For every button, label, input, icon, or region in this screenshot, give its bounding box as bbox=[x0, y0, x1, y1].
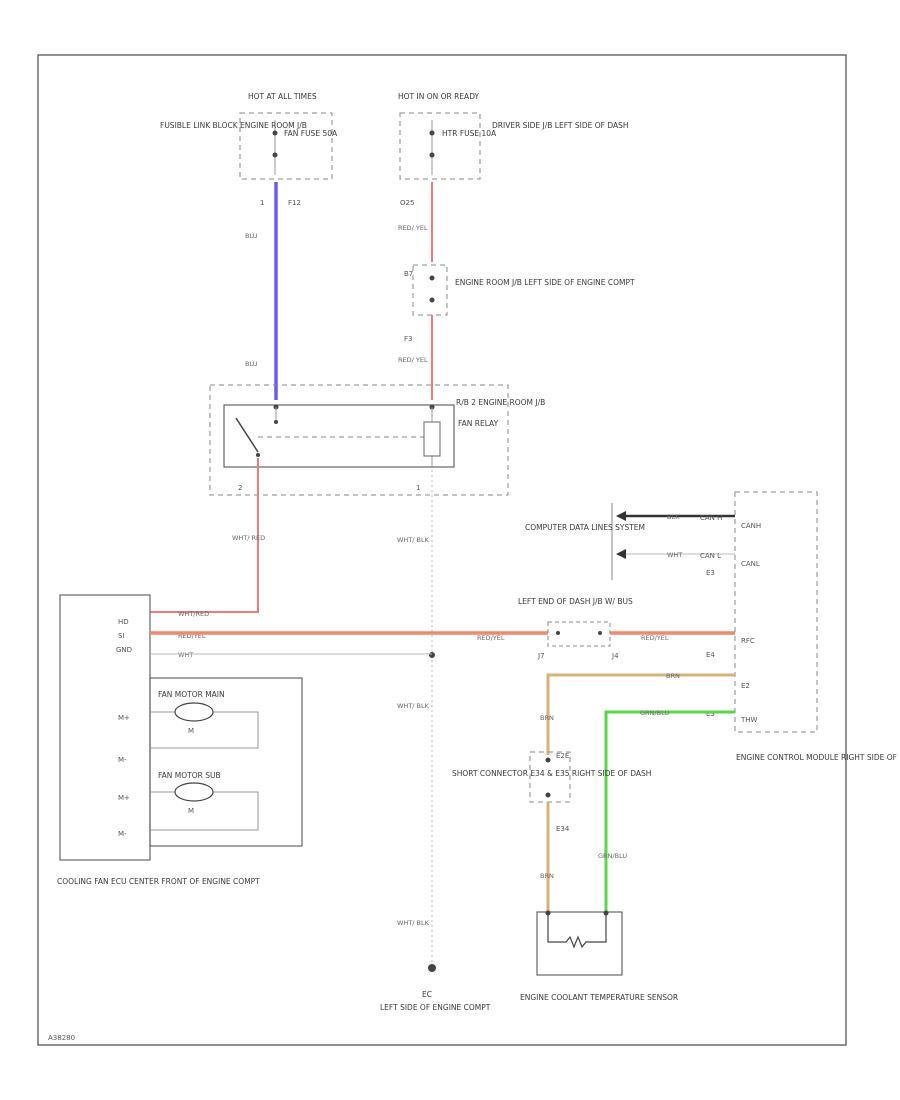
wire-label-redyel-top: RED/ YEL bbox=[398, 224, 428, 232]
wire-label-grn-h: GRN/BLU bbox=[640, 709, 669, 717]
wire-label-whtblk-3: WHT/ BLK bbox=[397, 919, 430, 927]
engine-room-jb-location: ENGINE ROOM J/B LEFT SIDE OF ENGINE COMP… bbox=[455, 278, 635, 287]
arrow-left-icon-2 bbox=[616, 549, 626, 559]
fan-fuse-label: FAN FUSE 50A bbox=[284, 129, 338, 138]
brn-wire-top bbox=[546, 673, 735, 755]
wire-label-whtred: WHT/ RED bbox=[232, 534, 265, 542]
can-l-pin: CAN L bbox=[700, 552, 721, 560]
grn-blu-wire bbox=[604, 710, 735, 912]
can-lines: BLK WHT COMPUTER DATA LINES SYSTEM CAN H… bbox=[525, 503, 735, 580]
motor-pin-4: M- bbox=[118, 830, 127, 838]
pin-o25: O25 bbox=[400, 199, 414, 207]
pin-e2e: E2E bbox=[556, 752, 569, 760]
sensor-label: ENGINE COOLANT TEMPERATURE SENSOR bbox=[520, 993, 678, 1002]
ecm-pin-e2: E2 bbox=[741, 682, 750, 690]
arrow-left-icon bbox=[616, 511, 626, 521]
connector-f12: F12 bbox=[288, 199, 301, 207]
pin-j7: J7 bbox=[537, 652, 545, 660]
relay-switch bbox=[235, 417, 259, 453]
fan-motor-sub-label: FAN MOTOR SUB bbox=[158, 771, 221, 780]
fan-relay-label: FAN RELAY bbox=[458, 419, 499, 428]
wire-label-wht: WHT bbox=[667, 551, 682, 559]
pin-f3: F3 bbox=[404, 335, 412, 343]
htr-fuse-label: HTR FUSE 10A bbox=[442, 129, 497, 138]
left-dash-jb: LEFT END OF DASH J/B W/ BUS J7 J4 bbox=[518, 597, 633, 660]
can-h-pin: CAN H bbox=[700, 514, 722, 522]
wire-label-brn-v1: BRN bbox=[540, 714, 554, 722]
wire-label-ecu-wht: WHT bbox=[178, 651, 193, 659]
fusible-link-block: HOT AT ALL TIMES FAN FUSE 50A FUSIBLE LI… bbox=[160, 92, 338, 207]
motor-main-m-label: M bbox=[188, 727, 194, 735]
motor-pin-2: M- bbox=[118, 756, 127, 764]
hot-at-all-times-label: HOT AT ALL TIMES bbox=[248, 92, 317, 101]
ecm-pin-canl: CANL bbox=[741, 560, 760, 568]
footer-id: A38280 bbox=[48, 1034, 75, 1042]
motor-pin-3: M+ bbox=[118, 794, 130, 802]
wire-label-ecu-whtred: WHT/RED bbox=[178, 610, 209, 618]
wire-label-ry-right: RED/YEL bbox=[641, 634, 669, 642]
splice-point bbox=[429, 652, 435, 658]
motor-pin-1: M+ bbox=[118, 714, 130, 722]
driver-jb-location: DRIVER SIDE J/B LEFT SIDE OF DASH bbox=[492, 121, 629, 130]
driver-side-jb: HOT IN ON OR READY HTR FUSE 10A DRIVER S… bbox=[398, 92, 629, 207]
whtred-wire bbox=[150, 458, 259, 613]
short-connector-label: SHORT CONNECTOR E34 & E35 RIGHT SIDE OF … bbox=[452, 769, 651, 778]
thermistor-icon bbox=[547, 913, 607, 949]
wire-label-whtblk-1: WHT/ BLK bbox=[397, 536, 430, 544]
ecm-conn-e4: E4 bbox=[706, 651, 715, 659]
left-jb-label: LEFT END OF DASH J/B W/ BUS bbox=[518, 597, 633, 606]
ecm-pin-canh: CANH bbox=[741, 522, 761, 530]
wire-label-whtblk-2: WHT/ BLK bbox=[397, 702, 430, 710]
pin-b7: B7 bbox=[404, 270, 413, 278]
cooling-ecu-location: COOLING FAN ECU CENTER FRONT OF ENGINE C… bbox=[57, 877, 260, 886]
ecu-pin-si: SI bbox=[118, 632, 125, 640]
coolant-temp-sensor: ENGINE COOLANT TEMPERATURE SENSOR bbox=[520, 910, 678, 1002]
pin-j4: J4 bbox=[611, 652, 619, 660]
fan-relay: FAN RELAY R/B 2 ENGINE ROOM J/B 2 1 bbox=[209, 384, 545, 496]
wire-label-blk: BLK bbox=[667, 513, 680, 521]
fan-motor-main-label: FAN MOTOR MAIN bbox=[158, 690, 225, 699]
pin-e34: E34 bbox=[556, 825, 570, 833]
fan-relay-location: R/B 2 ENGINE ROOM J/B bbox=[456, 398, 545, 407]
wire-label-ry-mid: RED/YEL bbox=[477, 634, 505, 642]
fusible-block-location: FUSIBLE LINK BLOCK ENGINE ROOM J/B bbox=[160, 121, 307, 130]
diagram-frame bbox=[37, 54, 847, 1046]
fan-motor-sub-icon bbox=[174, 782, 214, 802]
ground-point bbox=[428, 964, 436, 972]
wire-label-redyel-mid: RED/ YEL bbox=[398, 356, 428, 364]
relay-pin-1: 1 bbox=[416, 484, 420, 492]
motor-sub-m-label: M bbox=[188, 807, 194, 815]
fusible-pin-1: 1 bbox=[260, 199, 264, 207]
cooling-fan-ecu: HD SI GND FAN MOTOR MAIN FAN MOTOR SUB M… bbox=[57, 594, 303, 886]
ground-location: LEFT SIDE OF ENGINE COMPT bbox=[380, 1003, 491, 1012]
engine-control-module: CANH CANL RFC E2 THW E3 E4 E3 ENGINE CON… bbox=[706, 491, 900, 762]
wire-label-blu-top: BLU bbox=[245, 232, 258, 240]
ecm-pin-thw: THW bbox=[740, 716, 758, 724]
engine-room-jb-connector: B7 F3 ENGINE ROOM J/B LEFT SIDE OF ENGIN… bbox=[404, 264, 635, 343]
hot-in-on-label: HOT IN ON OR READY bbox=[398, 92, 480, 101]
computer-data-label: COMPUTER DATA LINES SYSTEM bbox=[525, 523, 645, 532]
ecm-pin-rfc: RFC bbox=[741, 637, 755, 645]
ecu-pin-hd: HD bbox=[118, 618, 129, 626]
ground-id: EC bbox=[422, 990, 432, 999]
relay-coil bbox=[423, 421, 441, 457]
short-connector: E2E E34 SHORT CONNECTOR E34 & E35 RIGHT … bbox=[452, 751, 651, 833]
wire-label-ecu-redyel: RED/YEL bbox=[178, 632, 206, 640]
ecu-pin-gnd: GND bbox=[116, 646, 132, 654]
wire-label-brn-v2: BRN bbox=[540, 872, 554, 880]
wire-label-blu-mid: BLU bbox=[245, 360, 258, 368]
wire-label-brn-h: BRN bbox=[666, 672, 680, 680]
relay-pin-2: 2 bbox=[238, 484, 242, 492]
fan-motor-main-icon bbox=[174, 702, 214, 722]
ecm-conn-e3: E3 bbox=[706, 569, 715, 577]
wire-label-grn-v: GRN/BLU bbox=[598, 852, 627, 860]
ecm-conn-e3b: E3 bbox=[706, 710, 715, 718]
ecm-location: ENGINE CONTROL MODULE RIGHT SIDE OF DASH bbox=[736, 753, 900, 762]
